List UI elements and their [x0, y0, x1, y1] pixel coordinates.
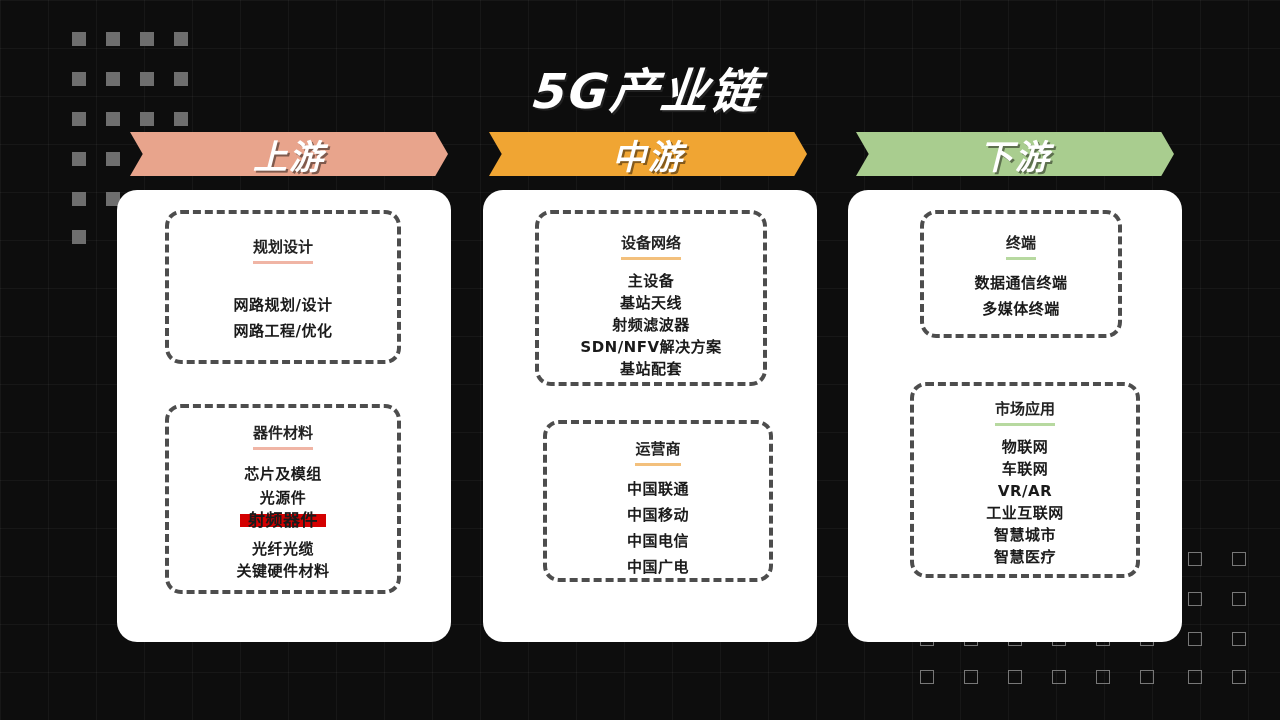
- midstream-header-arrow: 中游: [489, 132, 807, 176]
- list-item: 中国广电: [626, 558, 689, 576]
- group-title: 设备网络: [620, 232, 681, 260]
- list-item: 智慧城市: [993, 526, 1056, 544]
- list-item: 芯片及模组: [244, 465, 322, 483]
- list-item: 多媒体终端: [982, 300, 1060, 318]
- page-title: 5G产业链: [530, 64, 764, 120]
- group-title: 规划设计: [252, 236, 313, 264]
- upstream-header-arrow: 上游: [130, 132, 448, 176]
- market-applications-group: 市场应用 物联网 车联网 VR/AR 工业互联网 智慧城市 智慧医疗: [910, 382, 1140, 578]
- list-item: 车联网: [1001, 460, 1049, 478]
- list-item: 网路规划/设计: [233, 296, 333, 314]
- list-item: SDN/NFV解决方案: [580, 338, 722, 356]
- list-item: 关键硬件材料: [236, 562, 330, 580]
- midstream-label: 中游: [612, 137, 684, 178]
- components-materials-group: 器件材料 芯片及模组 光源件 射频器件 光纤光缆 关键硬件材料: [165, 404, 401, 594]
- terminals-group: 终端 数据通信终端 多媒体终端: [920, 210, 1122, 338]
- group-title: 终端: [1005, 232, 1036, 260]
- list-item: 数据通信终端: [974, 274, 1068, 292]
- list-item: 网路工程/优化: [233, 322, 333, 340]
- list-item: 主设备: [627, 272, 675, 290]
- list-item: 中国移动: [626, 506, 689, 524]
- group-title: 运营商: [635, 438, 681, 466]
- downstream-card: 终端 数据通信终端 多媒体终端 市场应用 物联网 车联网 VR/AR 工业互联网…: [848, 190, 1182, 642]
- midstream-card: 设备网络 主设备 基站天线 射频滤波器 SDN/NFV解决方案 基站配套 运营商…: [483, 190, 817, 642]
- upstream-card: 规划设计 网路规划/设计 网路工程/优化 器件材料 芯片及模组 光源件 射频器件…: [117, 190, 451, 642]
- list-item: 中国电信: [626, 532, 689, 550]
- equipment-network-group: 设备网络 主设备 基站天线 射频滤波器 SDN/NFV解决方案 基站配套: [535, 210, 767, 386]
- highlighted-list-item: 射频器件: [240, 510, 326, 532]
- downstream-label: 下游: [979, 137, 1051, 178]
- group-title: 器件材料: [252, 422, 313, 450]
- downstream-header-arrow: 下游: [856, 132, 1174, 176]
- planning-design-group: 规划设计 网路规划/设计 网路工程/优化: [165, 210, 401, 364]
- list-item: VR/AR: [997, 482, 1053, 500]
- list-item: 工业互联网: [986, 504, 1064, 522]
- list-item: 光源件: [259, 489, 307, 507]
- operators-group: 运营商 中国联通 中国移动 中国电信 中国广电: [543, 420, 773, 582]
- list-item: 光纤光缆: [251, 540, 314, 558]
- list-item: 基站配套: [619, 360, 682, 378]
- list-item: 智慧医疗: [993, 548, 1056, 566]
- list-item: 物联网: [1001, 438, 1049, 456]
- list-item: 射频滤波器: [612, 316, 690, 334]
- list-item: 中国联通: [626, 480, 689, 498]
- group-title: 市场应用: [994, 398, 1055, 426]
- highlighted-item-text: 射频器件: [248, 511, 318, 531]
- upstream-label: 上游: [253, 137, 325, 178]
- list-item: 基站天线: [619, 294, 682, 312]
